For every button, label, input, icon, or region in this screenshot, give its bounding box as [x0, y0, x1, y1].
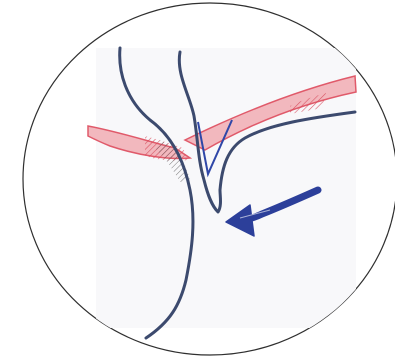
- illustration-canvas: [0, 0, 395, 358]
- schematic-illustration: [0, 0, 395, 358]
